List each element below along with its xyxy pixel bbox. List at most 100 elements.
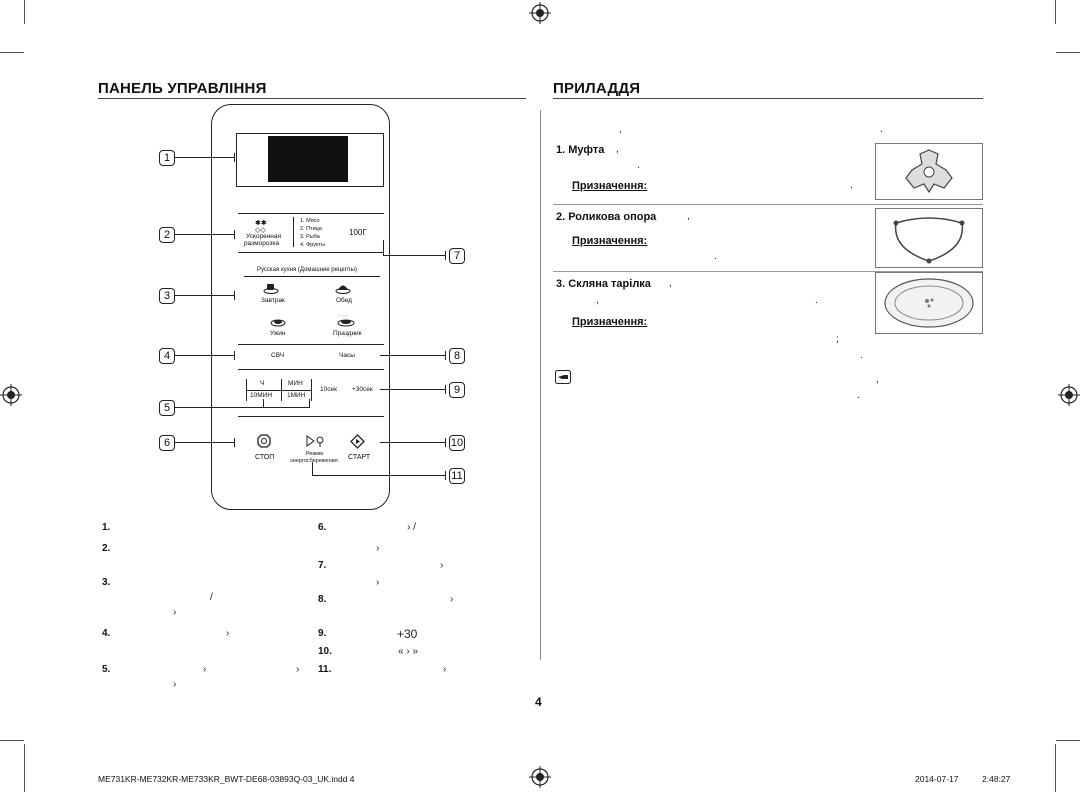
accessory-text: . <box>850 180 853 191</box>
ten-sec-label: 10сек <box>320 386 337 393</box>
legend-text: › <box>203 664 207 675</box>
callout-5: 5 <box>159 400 175 416</box>
legend-number: 3. <box>102 577 111 588</box>
dinner-icon <box>270 319 286 327</box>
registration-mark-icon <box>529 766 551 788</box>
accessory-divider <box>553 204 983 205</box>
separator <box>246 390 311 391</box>
accessory-text: ; <box>836 334 839 345</box>
separator <box>238 213 384 214</box>
defrost-item: 1. Мясо <box>300 218 320 224</box>
footer-filename: ME731KR-ME732KR-ME733KR_BWT-DE68-03893Q-… <box>98 774 355 784</box>
note-text: , <box>876 374 879 385</box>
ten-min-label: 10МИН <box>250 392 273 399</box>
legend-number: 1. <box>102 522 111 533</box>
leader-tick <box>234 351 235 360</box>
leader-tick <box>445 385 446 394</box>
callout-7: 7 <box>449 248 465 264</box>
defrost-label: разморозка <box>244 240 279 247</box>
separator <box>238 416 384 417</box>
leader-tick <box>445 251 446 260</box>
leader-line <box>309 399 310 407</box>
leader-line <box>175 442 234 443</box>
crop-mark <box>1056 52 1080 53</box>
leader-line <box>380 389 445 390</box>
minute-label: МИН <box>288 380 303 387</box>
holiday-label: Праздник <box>333 330 362 337</box>
defrost-label: Ускоренная <box>246 233 282 240</box>
title-rule <box>98 98 526 99</box>
defrost-item: 3. Рыба <box>300 234 320 240</box>
crop-mark <box>1055 0 1056 24</box>
leader-line <box>175 234 234 235</box>
one-min-label: 1МИН <box>287 392 306 399</box>
legend-number: 2. <box>102 543 111 554</box>
roller-ring-icon <box>893 217 965 264</box>
title-rule <box>553 98 983 99</box>
callout-11: 11 <box>449 468 465 484</box>
callout-10: 10 <box>449 435 465 451</box>
leader-tick <box>234 153 235 162</box>
footer-time: 2:48:27 <box>982 774 1011 784</box>
leader-line <box>380 442 445 443</box>
leader-line <box>175 295 234 296</box>
coupler-icon <box>905 149 953 194</box>
accessory-text: , <box>669 278 672 289</box>
leader-tick <box>234 291 235 300</box>
callout-3: 3 <box>159 288 175 304</box>
control-panel-title: ПАНЕЛЬ УПРАВЛІННЯ <box>98 80 267 97</box>
legend-number: 10. <box>318 646 332 657</box>
callout-8: 8 <box>449 348 465 364</box>
registration-mark-icon <box>0 384 22 406</box>
accessory-title-coupler: 1. Муфта <box>556 144 605 156</box>
intro-text: , <box>619 124 622 135</box>
crop-mark <box>1055 744 1056 792</box>
roller-ring-image <box>875 208 983 268</box>
eco-label: энергосбережения <box>290 458 338 464</box>
accessory-text: . <box>815 295 818 306</box>
svg-text:◇◇: ◇◇ <box>255 226 266 233</box>
separator <box>238 369 384 370</box>
svg-text:✱✱: ✱✱ <box>255 219 267 227</box>
holiday-icon: · · · <box>337 313 355 327</box>
start-icon <box>350 434 365 449</box>
legend-text: › <box>443 664 447 675</box>
hour-label: Ч <box>260 380 265 387</box>
display-screen <box>268 136 348 182</box>
eco-label: Режим <box>306 451 323 457</box>
leader-tick <box>445 351 446 360</box>
snowflake-drop-icon: ✱✱◇◇ <box>255 219 267 233</box>
callout-2: 2 <box>159 227 175 243</box>
separator <box>293 217 294 247</box>
leader-tick <box>234 438 235 447</box>
accessories-title: ПРИЛАДДЯ <box>553 80 641 97</box>
defrost-item: 2. Птица <box>300 226 322 232</box>
eco-icon <box>306 435 324 447</box>
leader-tick <box>445 471 446 480</box>
legend-number: 9. <box>318 628 327 639</box>
leader-line <box>175 407 310 408</box>
defrost-item: 4. Фрукты <box>300 242 325 248</box>
legend-text: › <box>296 664 300 675</box>
separator <box>311 379 312 401</box>
leader-line <box>175 355 234 356</box>
lunch-label: Обед <box>336 297 352 304</box>
control-panel-diagram <box>211 104 390 510</box>
callout-6: 6 <box>159 435 175 451</box>
legend-text: › <box>376 543 380 554</box>
legend-text: › / <box>407 522 416 533</box>
legend-number: 8. <box>318 594 327 605</box>
glass-tray-icon <box>884 278 974 328</box>
stop-label: СТОП <box>255 454 275 461</box>
accessory-purpose: Призначення: <box>572 235 648 247</box>
registration-mark-icon <box>1058 384 1080 406</box>
accessory-text: , <box>616 144 619 155</box>
leader-line <box>383 240 384 255</box>
legend-text: › <box>226 628 230 639</box>
legend-number: 6. <box>318 522 327 533</box>
accessory-purpose: Призначення: <box>572 180 648 192</box>
accessory-purpose: Призначення: <box>572 316 648 328</box>
breakfast-label: Завтрак <box>261 297 285 304</box>
leader-line <box>383 255 445 256</box>
legend-text: « › » <box>398 646 419 657</box>
